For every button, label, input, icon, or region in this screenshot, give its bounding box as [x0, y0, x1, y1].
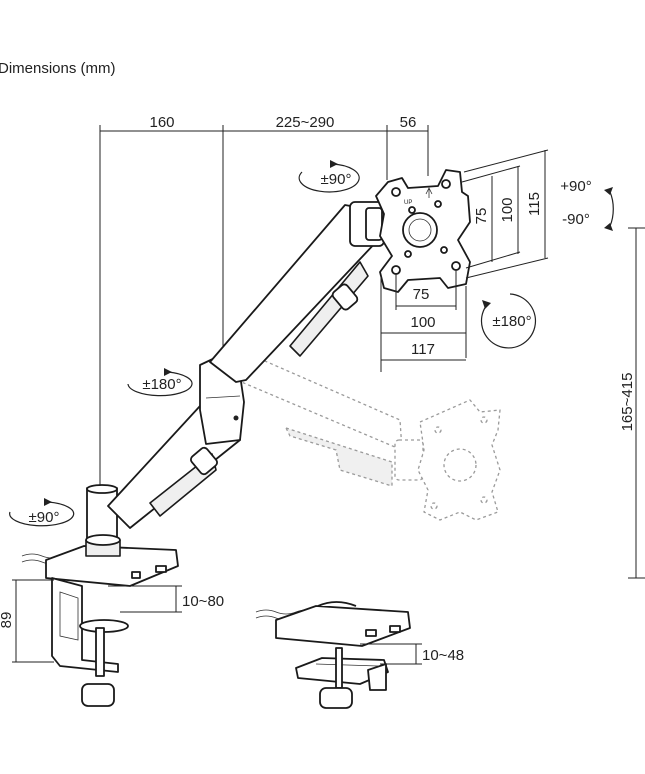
top-dimensions: 160 225~290 56 [99, 114, 429, 488]
vesa-plate: UP [375, 169, 471, 293]
dim-height-range: 165~415 [619, 373, 636, 432]
desk-clamp-mount: 10~80 89 [0, 534, 224, 707]
rotation-base-swivel: ±90° [9, 498, 75, 527]
ghost-arm-position [225, 343, 501, 521]
monitor-arm [86, 201, 385, 545]
dim-clamp-depth: 89 [0, 612, 15, 629]
rotation-arm-swivel: ±180° [127, 368, 193, 397]
dim-plate-115-v: 115 [526, 192, 543, 216]
rotation-screen: ±180° [480, 293, 537, 349]
grommet-mount: 10~48 [255, 601, 464, 709]
plate-up-marking: UP [404, 200, 412, 206]
vesa-center-hub [402, 212, 438, 248]
height-range-dimension: 165~415 [619, 227, 645, 579]
rot-head-swivel-label: ±90° [321, 171, 352, 188]
rot-arm-swivel-label: ±180° [142, 376, 181, 393]
vesa-dimensions: 75 100 115 75 100 117 [380, 149, 549, 372]
dim-clamp-thickness: 10~80 [182, 593, 224, 610]
dim-vesa-75-h: 75 [413, 286, 430, 303]
dim-160: 160 [149, 114, 174, 131]
dim-56: 56 [400, 114, 417, 131]
rotation-head-swivel: ±90° [298, 160, 360, 193]
rot-tilt-down-label: -90° [562, 211, 590, 228]
dim-225-290: 225~290 [276, 114, 335, 131]
dim-vesa-100-v: 100 [499, 197, 516, 222]
rotation-tilt: +90° -90° [560, 178, 614, 231]
rot-base-swivel-label: ±90° [29, 509, 60, 526]
dim-vesa-75-v: 75 [473, 208, 490, 225]
diagram-title: Dimensions (mm) [0, 60, 116, 77]
dim-grommet-thickness: 10~48 [422, 647, 464, 664]
dim-plate-117-h: 117 [411, 341, 435, 358]
dim-vesa-100-h: 100 [410, 314, 435, 331]
rot-screen-label: ±180° [492, 313, 531, 330]
rot-tilt-up-label: +90° [560, 178, 591, 195]
